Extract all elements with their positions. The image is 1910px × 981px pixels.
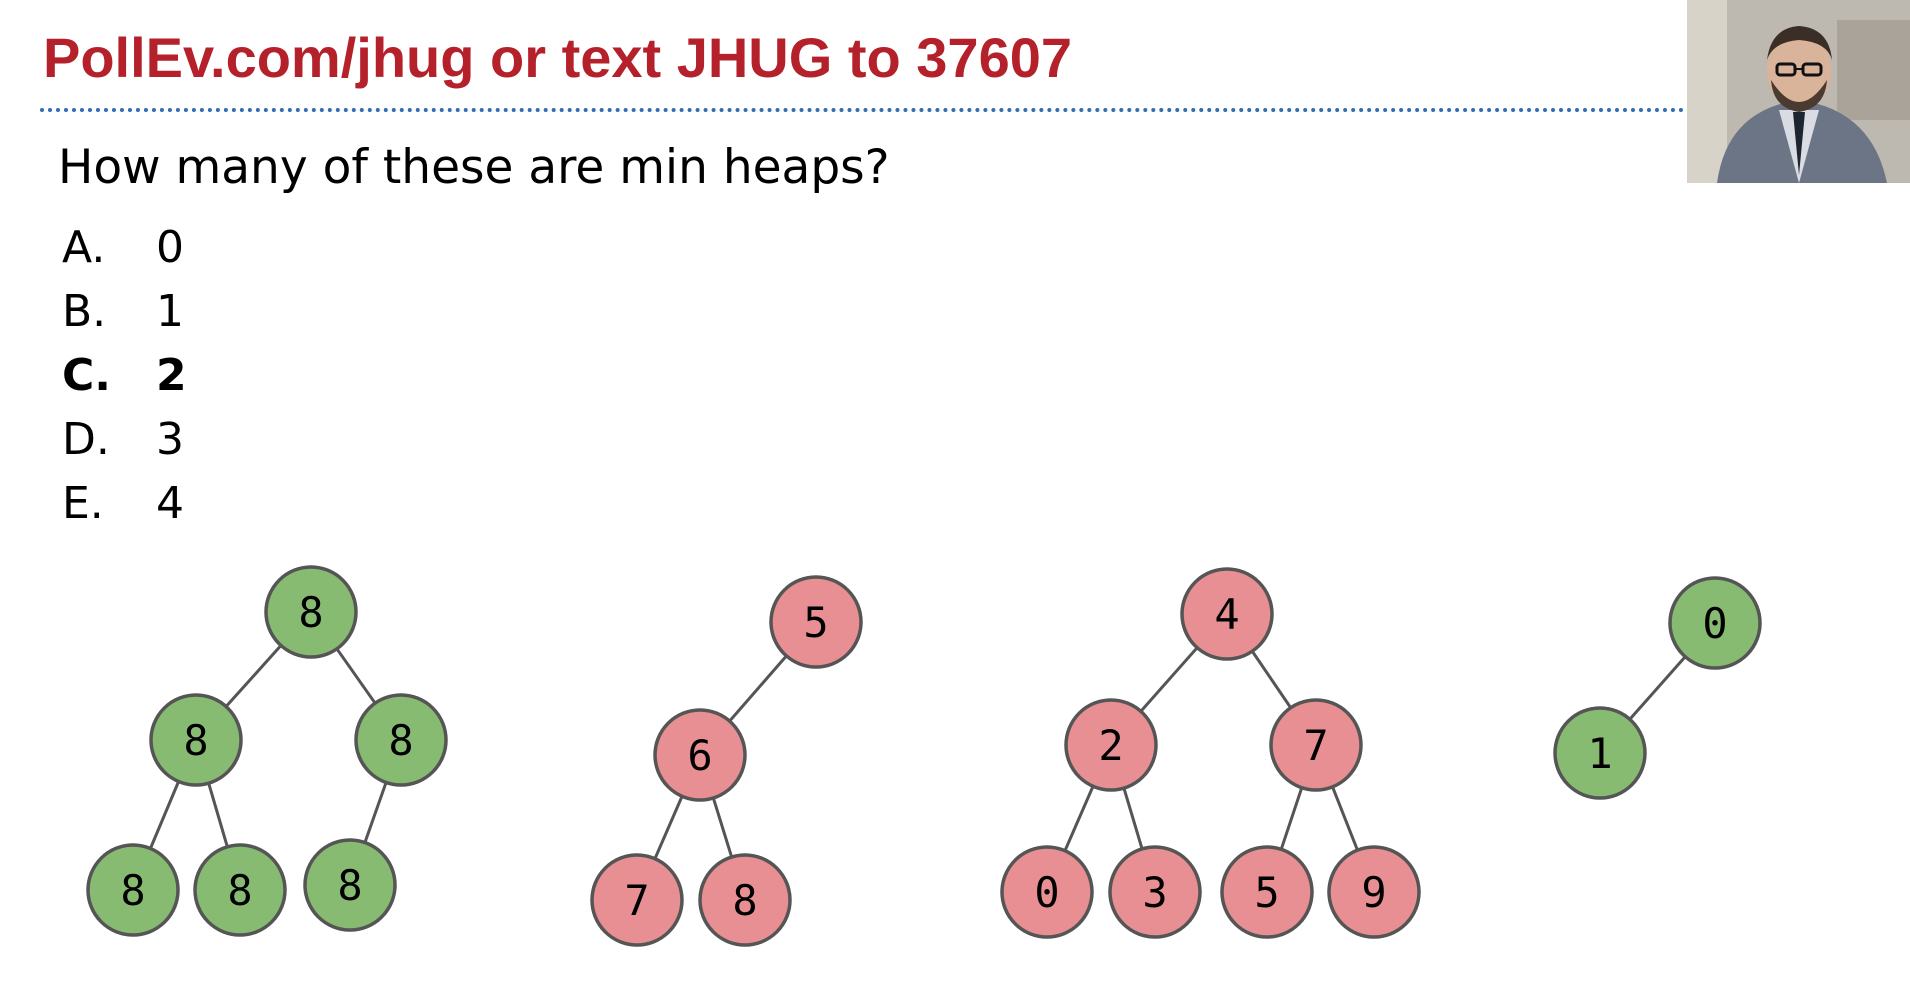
- option-letter: B.: [62, 286, 107, 337]
- tree-node-label: 6: [687, 731, 712, 780]
- tree-2: 5 6 7 8: [590, 575, 863, 947]
- tree-edge: [1279, 787, 1304, 850]
- tree-node-label: 5: [1254, 868, 1279, 917]
- tree-node: [86, 843, 180, 937]
- tree-node-label: 8: [388, 716, 413, 765]
- tree-node-label: 7: [624, 876, 649, 925]
- tree-node: [698, 853, 792, 947]
- tree-node-label: 8: [337, 861, 362, 910]
- tree-node: [590, 853, 684, 947]
- tree-edge: [1628, 655, 1687, 721]
- tree-edge: [728, 654, 788, 723]
- tree-node: [1668, 576, 1762, 670]
- option-letter: D.: [62, 414, 110, 465]
- tree-node-label: 7: [1303, 721, 1328, 770]
- tree-edge: [149, 780, 180, 850]
- option-letter: A.: [62, 222, 106, 273]
- option-value: 4: [156, 478, 184, 529]
- tree-edge: [207, 782, 229, 848]
- tree-node: [1327, 845, 1421, 939]
- option-value: 1: [156, 286, 184, 337]
- option-value: 0: [156, 222, 184, 273]
- tree-node-label: 8: [298, 588, 323, 637]
- tree-node: [1269, 698, 1363, 792]
- tree-node-label: 0: [1034, 868, 1059, 917]
- tree-3: 4 2 7 0 3 5 9: [1000, 567, 1421, 939]
- option-value: 2: [156, 350, 187, 401]
- tree-node-label: 8: [183, 716, 208, 765]
- tree-node: [1000, 845, 1094, 939]
- tree-edge: [1251, 650, 1292, 709]
- tree-node-label: 4: [1214, 590, 1239, 639]
- option-letter: C.: [62, 350, 112, 401]
- tree-node-label: 3: [1142, 868, 1167, 917]
- tree-edge: [224, 644, 283, 708]
- tree-node-label: 8: [120, 866, 145, 915]
- presenter-webcam: [1687, 0, 1910, 183]
- tree-node: [1108, 845, 1202, 939]
- tree-node-label: 0: [1702, 599, 1727, 648]
- tree-node: [1180, 567, 1274, 661]
- tree-node-label: 8: [732, 876, 757, 925]
- tree-node-label: 9: [1361, 868, 1386, 917]
- tree-edge: [1331, 786, 1359, 851]
- tree-node: [1553, 706, 1647, 800]
- tree-edge: [363, 781, 388, 844]
- tree-node: [354, 693, 448, 787]
- tree-node-label: 1: [1587, 729, 1612, 778]
- option-value: 3: [156, 414, 184, 465]
- tree-edge: [1122, 787, 1144, 850]
- tree-node: [193, 843, 287, 937]
- tree-node-label: 5: [803, 598, 828, 647]
- tree-1: 8 8 8 8 8 8: [86, 565, 448, 937]
- tree-node: [769, 575, 863, 669]
- tree-node: [653, 708, 747, 802]
- tree-node-label: 2: [1098, 721, 1123, 770]
- question-text: How many of these are min heaps?: [58, 140, 890, 195]
- tree-node-label: 8: [227, 866, 252, 915]
- tree-node: [264, 565, 358, 659]
- tree-edge: [653, 795, 684, 860]
- header-divider: [40, 108, 1685, 112]
- tree-node: [1220, 845, 1314, 939]
- tree-4: 01: [1553, 576, 1762, 800]
- tree-node: [1064, 698, 1158, 792]
- header-title: PollEv.com/jhug or text JHUG to 37607: [43, 26, 1072, 89]
- tree-node: [303, 838, 397, 932]
- option-letter: E.: [62, 478, 104, 529]
- tree-edge: [335, 647, 377, 705]
- tree-node: [149, 693, 243, 787]
- tree-edge: [711, 797, 734, 858]
- tree-edge: [1139, 646, 1199, 713]
- tree-edge: [1063, 785, 1095, 852]
